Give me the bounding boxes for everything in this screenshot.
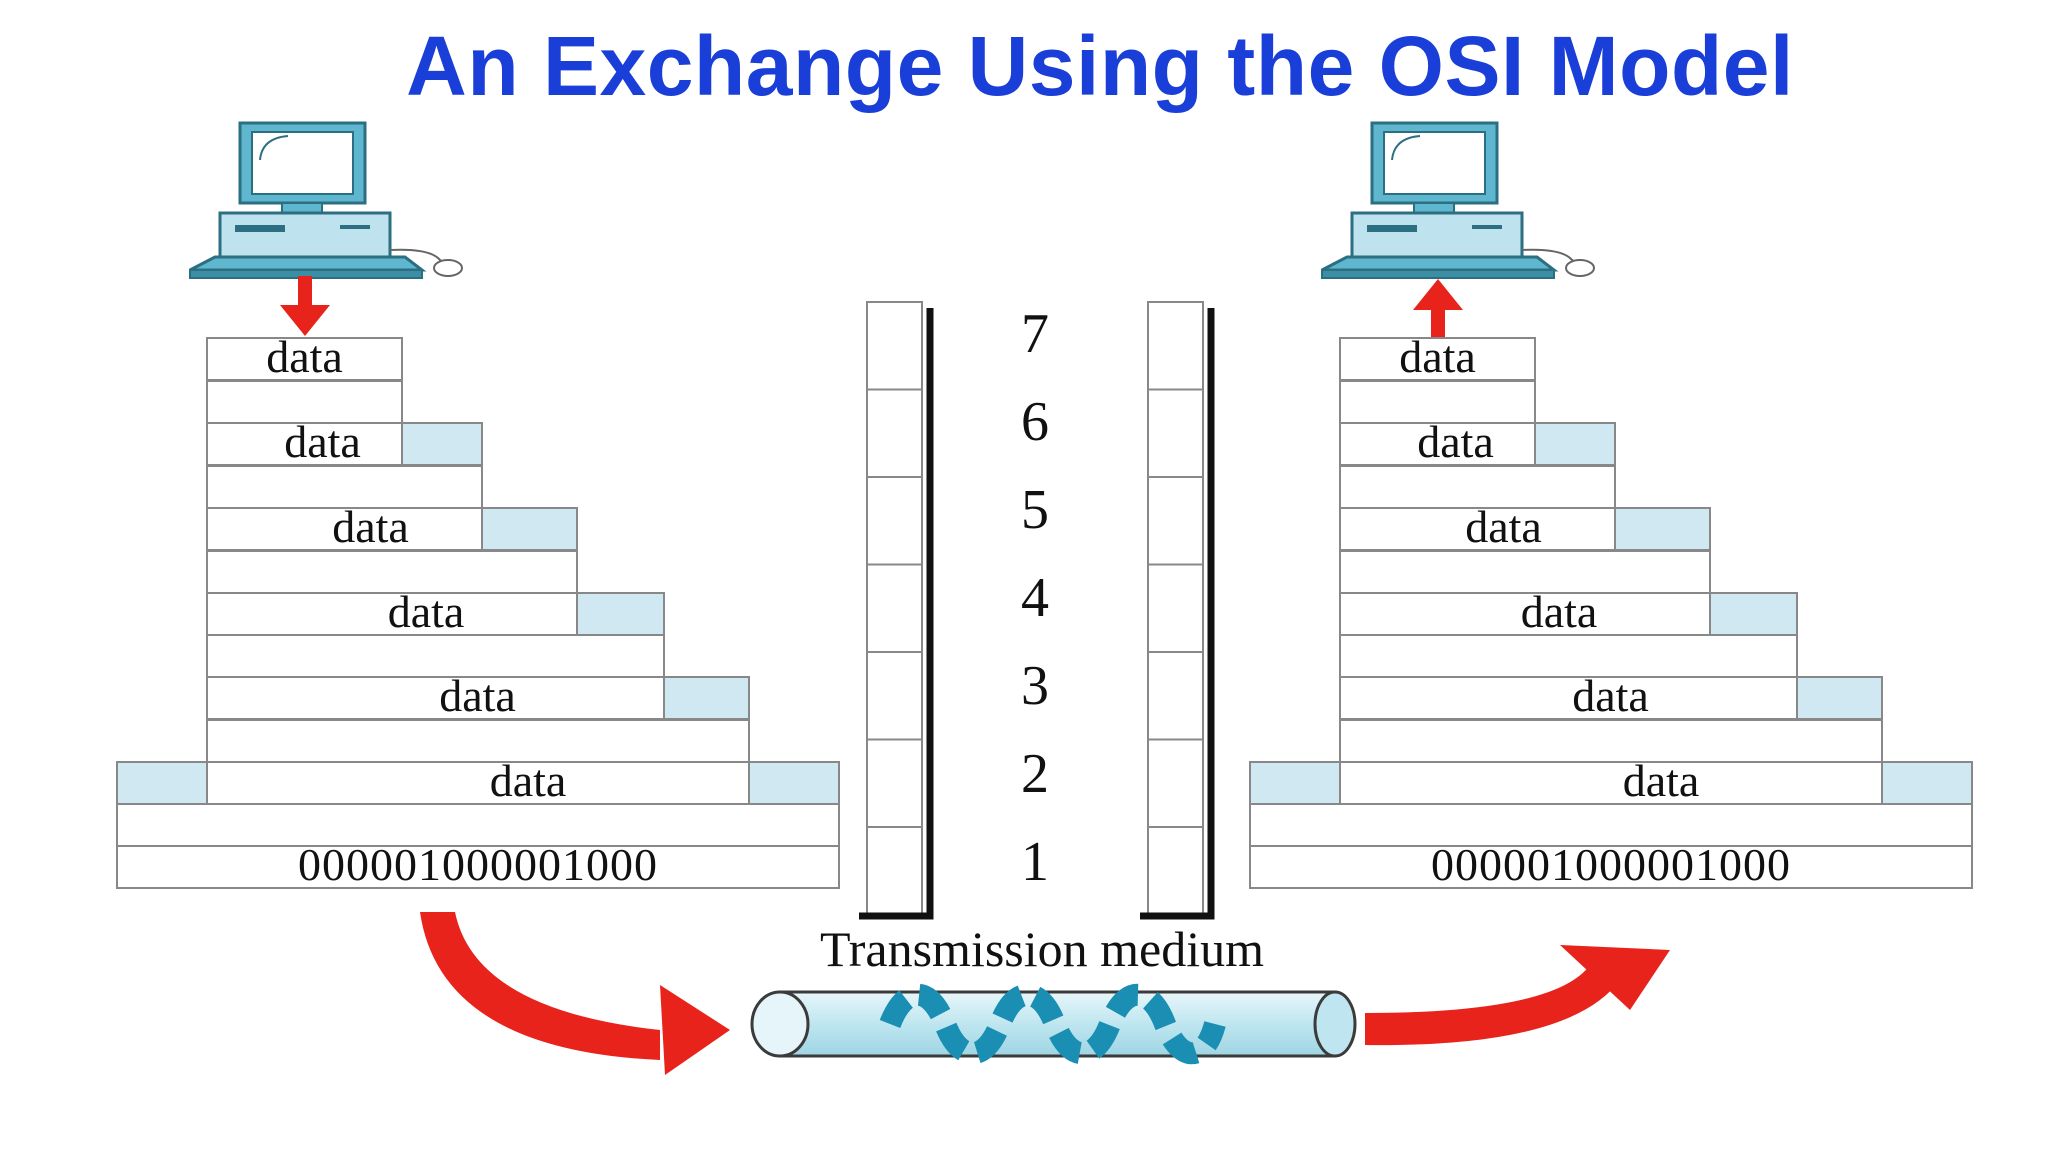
layer-number-1: 1 [1021, 831, 1049, 893]
left-column-cell-3 [866, 651, 923, 741]
receiver-layer-3-data-label: data [1572, 670, 1649, 721]
receiver-bitstream-label: 000001000001000 [1431, 839, 1791, 890]
sender-layer-4-data-label: data [388, 586, 465, 637]
right-column-cell-1 [1147, 826, 1204, 916]
receiver-layer-3-data-box [1339, 676, 1798, 720]
sender-layer-6-data-label: data [284, 416, 361, 467]
sender-layer-6-header [401, 422, 483, 466]
sender-bitstream-box [116, 845, 840, 889]
curved-arrow-down-to-medium-icon [420, 912, 730, 1075]
right-column-cell-4 [1147, 563, 1204, 653]
sender-layer-2-data-box [206, 761, 750, 805]
signal-wave-icon [879, 983, 1226, 1065]
layer-columns [859, 301, 1215, 920]
receiver-layer-stack: data data data data data data 000001000001000 [1249, 331, 1973, 890]
sender-layer-stack: data data data data data data 000001000001000 [116, 331, 840, 890]
receiver-layer-6-header [1534, 422, 1616, 466]
receiver-layer-7-data-box [1339, 337, 1536, 381]
sender-layer-4-data-box [206, 592, 578, 636]
right-column-cell-6 [1147, 388, 1204, 478]
sender-bitstream-label: 000001000001000 [298, 839, 658, 890]
layer-number-7: 7 [1021, 303, 1049, 365]
layer-number-3: 3 [1021, 655, 1049, 717]
sender-layer-6-data-box [206, 422, 403, 466]
left-column-cell-4 [866, 563, 923, 653]
layer-number-6: 6 [1021, 391, 1049, 453]
receiver-layer-4-data-box [1339, 592, 1711, 636]
sender-layer-1-spacer [116, 803, 840, 847]
receiver-layer-4-data-label: data [1521, 586, 1598, 637]
receiver-layer-6-spacer [1339, 380, 1536, 424]
receiver-layer-1-spacer [1249, 803, 1973, 847]
receiver-layer-4-header [1709, 592, 1798, 636]
receiver-layer-3-spacer [1339, 634, 1798, 678]
layer-number-4: 4 [1021, 567, 1049, 629]
curved-arrow-up-from-medium-icon [1365, 945, 1670, 1046]
left-column-bracket [859, 308, 934, 920]
left-column-cell-5 [866, 476, 923, 566]
sender-layer-4-header [576, 592, 665, 636]
down-arrow-icon [280, 276, 330, 336]
left-column-cell-6 [866, 388, 923, 478]
sender-layer-3-header [663, 676, 750, 720]
sender-layer-3-data-label: data [439, 670, 516, 721]
sender-layer-5-data-label: data [332, 501, 409, 552]
left-column-cell-1 [866, 826, 923, 916]
right-column-cell-5 [1147, 476, 1204, 566]
sender-layer-7-data-label: data [266, 331, 343, 382]
right-column-cell-7 [1147, 301, 1204, 391]
receiver-bitstream-box [1249, 845, 1973, 889]
receiver-layer-5-header [1614, 507, 1711, 551]
left-column-cell-7 [866, 301, 923, 391]
receiver-layer-7-data-label: data [1399, 331, 1476, 382]
sender-layer-3-data-box [206, 676, 665, 720]
receiver-layer-2-data-box [1339, 761, 1883, 805]
sender-layer-2-header [116, 761, 208, 805]
receiver-layer-3-header [1796, 676, 1883, 720]
receiver-layer-2-data-label: data [1623, 755, 1700, 806]
layer-number-5: 5 [1021, 479, 1049, 541]
receiver-computer-icon [1321, 121, 1595, 279]
receiver-layer-5-data-label: data [1465, 501, 1542, 552]
sender-layer-5-header [481, 507, 578, 551]
receiver-layer-2-header [1249, 761, 1341, 805]
page-title: An Exchange Using the OSI Model [406, 19, 1794, 113]
right-column-bracket [1140, 308, 1215, 920]
sender-layer-6-spacer [206, 380, 403, 424]
transmission-medium-label: Transmission medium [820, 921, 1264, 977]
sender-layer-7-data-box [206, 337, 403, 381]
receiver-layer-2-trailer [1881, 761, 1973, 805]
receiver-layer-6-data-label: data [1417, 416, 1494, 467]
sender-computer-icon [189, 121, 463, 279]
layer-number-2: 2 [1021, 743, 1049, 805]
up-arrow-icon [1413, 279, 1463, 338]
right-column-cell-3 [1147, 651, 1204, 741]
sender-layer-2-data-label: data [490, 755, 567, 806]
left-column-cell-2 [866, 738, 923, 828]
sender-layer-2-spacer [206, 719, 750, 763]
sender-layer-3-spacer [206, 634, 665, 678]
layer-number-list: 7 6 5 4 3 2 1 [1021, 303, 1049, 893]
right-column-cell-2 [1147, 738, 1204, 828]
sender-layer-2-trailer [748, 761, 840, 805]
receiver-layer-5-spacer [1339, 465, 1616, 509]
receiver-layer-2-spacer [1339, 719, 1883, 763]
